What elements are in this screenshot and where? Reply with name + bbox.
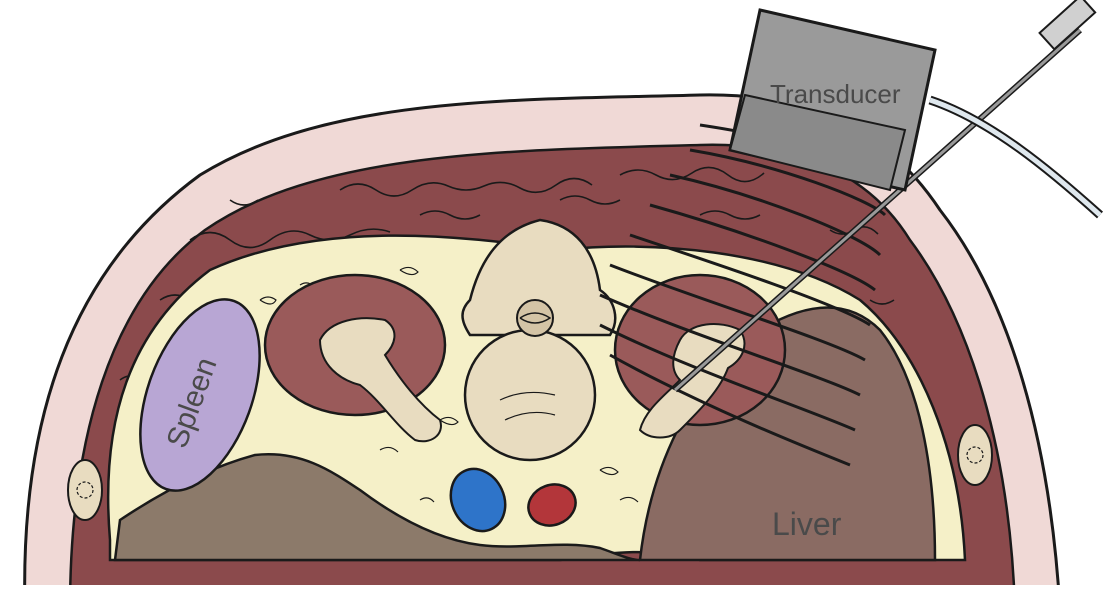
liver-label: Liver [772,506,842,542]
section-base [0,585,1111,610]
right-rib [958,425,992,485]
transducer-label: Transducer [770,79,901,109]
transducer-cable [930,100,1100,215]
left-rib [68,460,102,520]
